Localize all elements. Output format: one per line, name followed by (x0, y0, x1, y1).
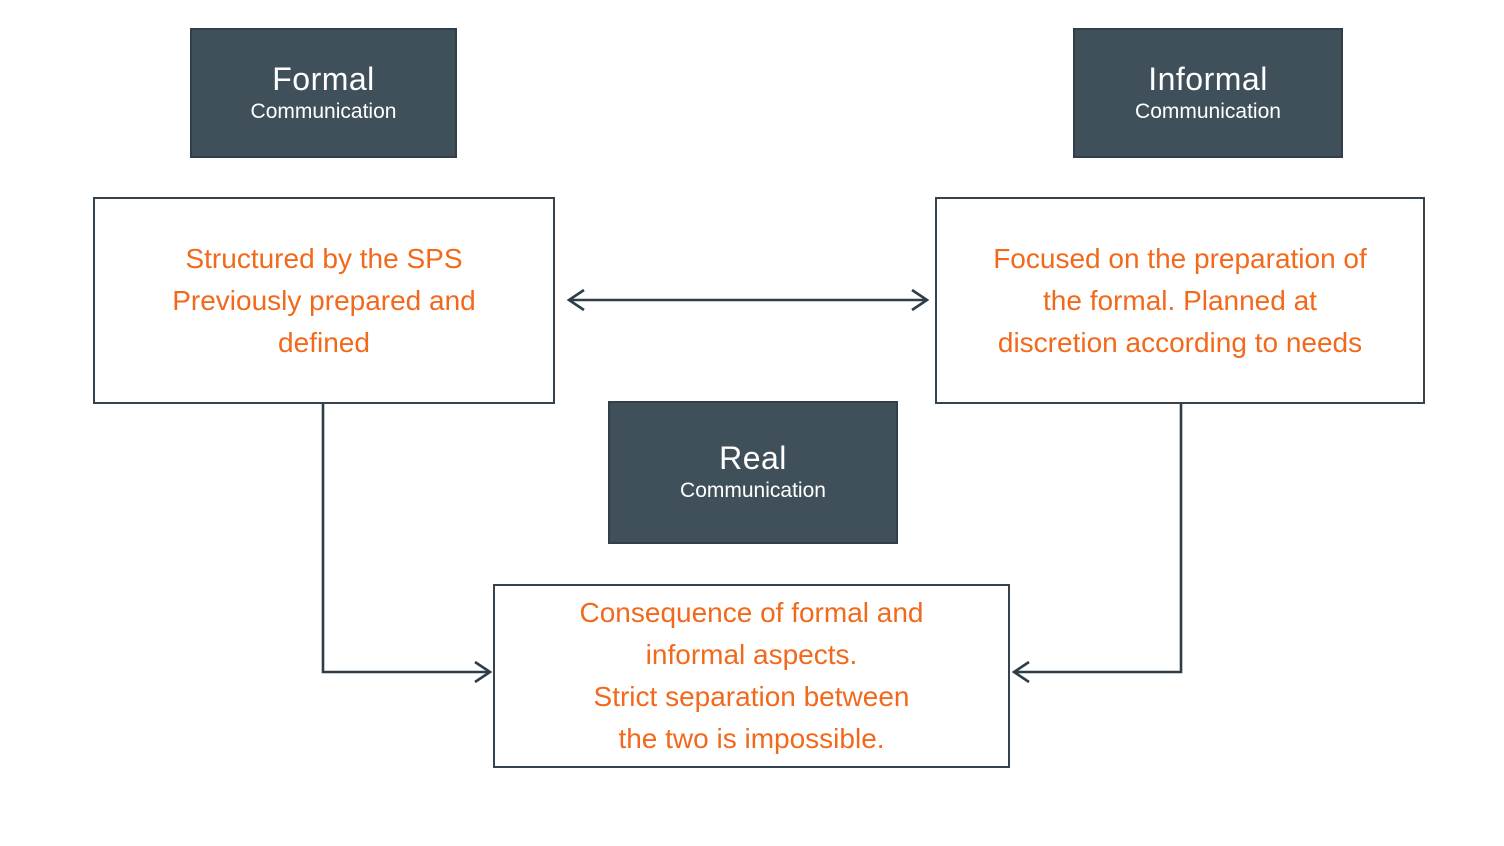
formal-description-text: Structured by the SPS Previously prepare… (172, 242, 476, 358)
consequence-box: Consequence of formal and informal aspec… (493, 584, 1010, 768)
consequence-text: Consequence of formal and informal aspec… (579, 597, 924, 754)
formal-subtitle: Communication (250, 99, 397, 123)
informal-communication-box: Informal Communication (1073, 28, 1343, 158)
informal-subtitle: Communication (1135, 99, 1281, 123)
formal-title: Formal (272, 60, 375, 97)
formal-communication-box: Formal Communication (190, 28, 457, 158)
informal-title: Informal (1148, 60, 1268, 97)
informal-description-text: Focused on the preparation of the formal… (993, 242, 1367, 358)
formal-to-consequence-arrow (321, 404, 493, 684)
double-arrow (566, 288, 930, 312)
informal-description-box: Focused on the preparation of the formal… (935, 197, 1425, 404)
real-subtitle: Communication (680, 479, 826, 503)
real-communication-box: Real Communication (608, 401, 898, 544)
informal-to-consequence-arrow (1011, 404, 1183, 684)
real-title: Real (719, 440, 787, 477)
formal-description-box: Structured by the SPS Previously prepare… (93, 197, 555, 404)
